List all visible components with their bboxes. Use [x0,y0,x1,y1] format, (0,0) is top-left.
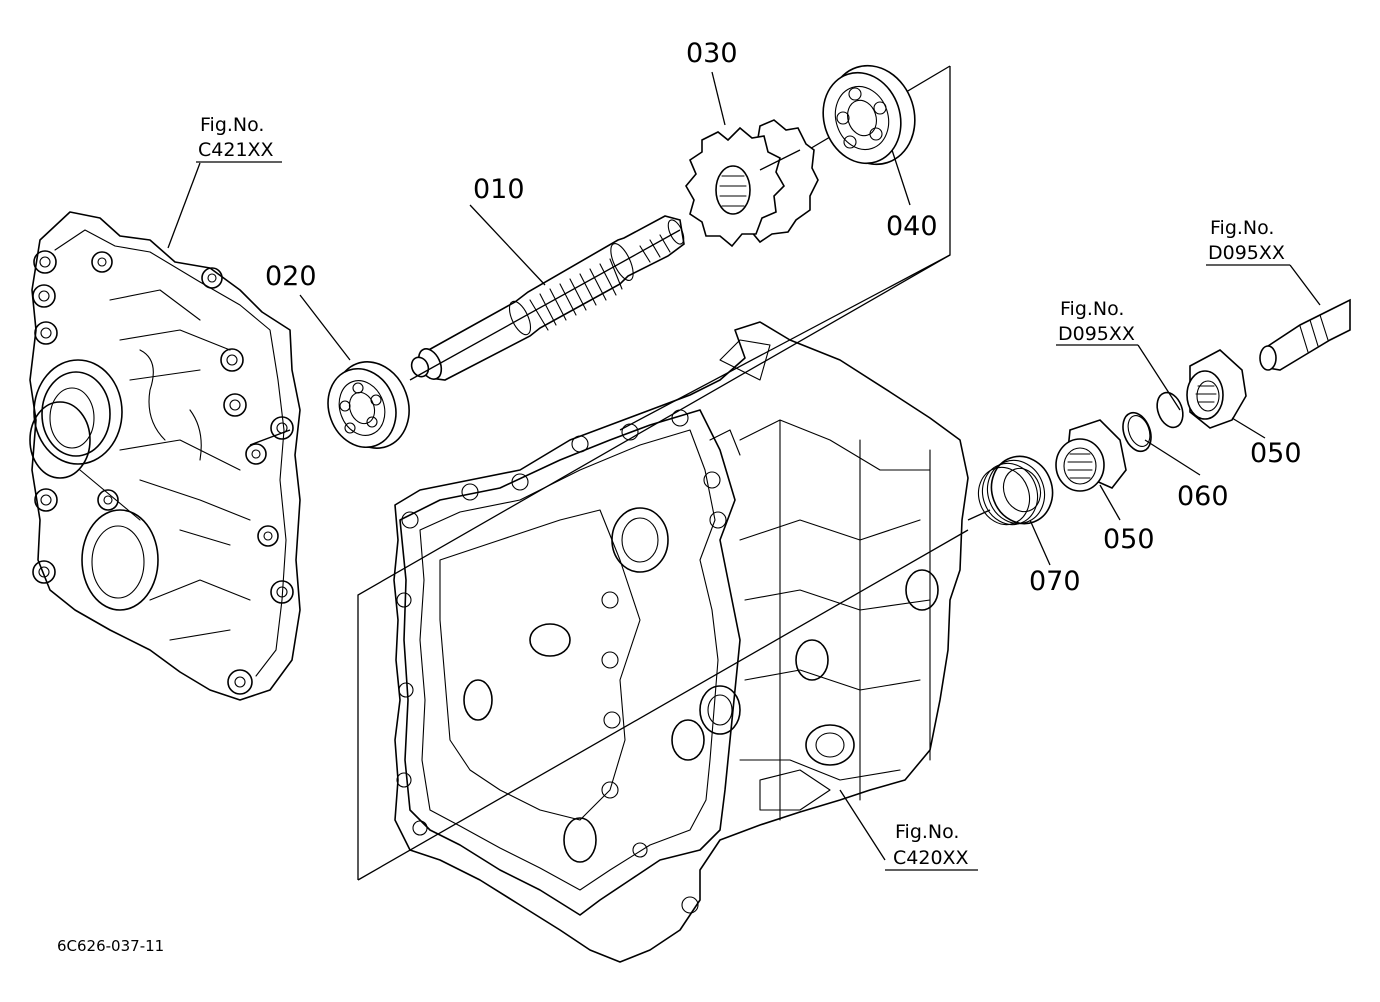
fig-ref-c420-title: Fig.No. [895,821,959,843]
part-label-070: 070 [1029,566,1081,597]
part-label-050-upper: 050 [1250,438,1302,469]
fig-ref-c421-code: C421XX [198,139,274,161]
fig-ref-d095-upper-code: D095XX [1208,242,1285,264]
part-label-060: 060 [1177,481,1229,512]
drawing-code: 6C626-037-11 [57,937,164,955]
part-label-010: 010 [473,174,525,205]
bearing-drawing [822,64,916,166]
leader-lines [167,71,1321,861]
shaft-drawing [410,215,685,381]
shaft-drawing [1259,298,1351,371]
fig-ref-underlines [196,161,1290,871]
fig-ref-d095-lower-title: Fig.No. [1060,298,1124,320]
fig-ref-c420-code: C420XX [893,847,969,869]
part-label-050-lower: 050 [1103,524,1155,555]
spring-drawing [977,455,1054,526]
rear-cover-drawing [29,211,301,701]
gear-drawing [685,119,819,248]
fig-ref-d095-upper-title: Fig.No. [1210,217,1274,239]
fig-ref-d095-lower-code: D095XX [1058,323,1135,345]
assembly-box-lines [357,65,969,881]
part-label-040: 040 [886,211,938,242]
transmission-case-drawing [393,321,969,963]
part-label-020: 020 [265,261,317,292]
coupling-drawing [1055,419,1127,492]
circlip-drawing [1122,391,1184,453]
fig-ref-c421-title: Fig.No. [200,114,264,136]
part-label-030: 030 [686,38,738,69]
coupling-drawing [1186,349,1247,429]
bearing-drawing [327,361,410,449]
